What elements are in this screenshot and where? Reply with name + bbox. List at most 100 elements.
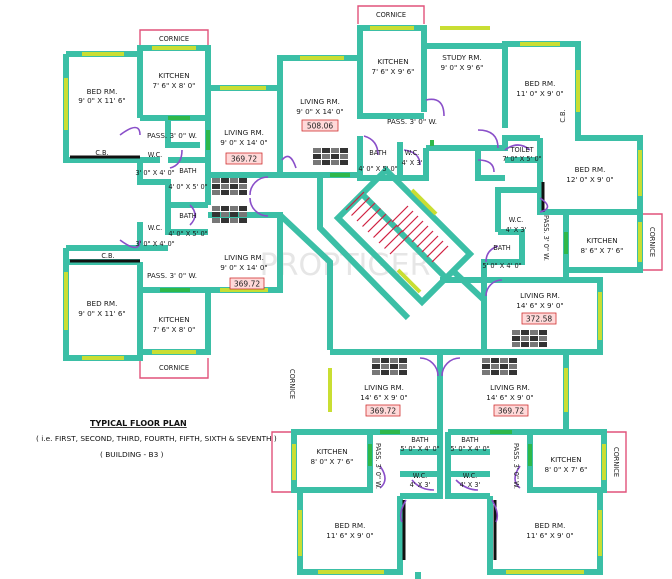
s-pass-r-label: PASS. 3' 0" W. xyxy=(512,443,520,489)
fixture-cell xyxy=(212,218,220,223)
s-bath-l-size: 5' 0" X 4' 0" xyxy=(400,445,439,453)
stair-tread xyxy=(406,220,424,238)
s-wc-l-name: W.C. xyxy=(413,472,428,480)
cornice-right-upper: CORNICE xyxy=(648,227,656,257)
stair-tread xyxy=(396,210,414,228)
stair-tread xyxy=(362,208,381,227)
fixture-cell xyxy=(539,330,547,335)
partition-lines xyxy=(70,155,545,560)
e-bath-size: 5' 0" X 4' 0" xyxy=(482,262,521,270)
nw-kitchen-size: 7' 6" X 8' 0" xyxy=(153,81,196,90)
s-bed-l-size: 11' 6" X 9' 0" xyxy=(326,531,374,540)
fixture-cell xyxy=(381,370,389,375)
fixture-cell xyxy=(331,154,339,159)
fixture-cell xyxy=(221,206,229,211)
s-bed-r-size: 11' 6" X 9' 0" xyxy=(526,531,574,540)
fixture-cell xyxy=(331,148,339,153)
fixture-cell xyxy=(221,218,229,223)
w-living-bot-area-box xyxy=(229,277,265,290)
stair-tread xyxy=(351,197,370,216)
nw-wc-name: W.C. xyxy=(148,151,163,159)
fixture-cell xyxy=(230,190,238,195)
stair-tread xyxy=(426,240,444,258)
fixture-cell xyxy=(230,184,238,189)
n-cb-label: C.B. xyxy=(559,109,567,122)
w-living-top-name: LIVING RM. xyxy=(224,128,264,137)
fixture-cell xyxy=(313,154,321,159)
w-bath-name: BATH xyxy=(179,212,197,220)
fixture-grid xyxy=(372,358,407,375)
stair-tread xyxy=(345,191,365,211)
fixture-grid xyxy=(212,206,247,223)
fixture-grid xyxy=(512,330,547,347)
s-wc-l-size: 4' X 3' xyxy=(410,481,431,489)
stair-tread xyxy=(431,245,449,263)
e-kitchen-size: 8' 6" X 7' 6" xyxy=(581,246,624,255)
nw-bed-size: 9' 0" X 11' 6" xyxy=(78,96,126,105)
n-kitchen-name: KITCHEN xyxy=(377,57,408,66)
fixture-cell xyxy=(509,358,517,363)
sw-kitchen-name: KITCHEN xyxy=(158,315,189,324)
nw-bath-size: 4' 0" X 5' 0" xyxy=(168,183,207,191)
s-kitchen-l-name: KITCHEN xyxy=(316,447,347,456)
fixture-cell xyxy=(530,342,538,347)
nw-kitchen-name: KITCHEN xyxy=(158,71,189,80)
n-living-area: 508.06 xyxy=(307,122,333,131)
cornice-right-lower: CORNICE xyxy=(612,447,620,477)
sw-cb-label: C.B. xyxy=(101,252,114,260)
doors xyxy=(119,98,549,523)
s-kitchen-r-name: KITCHEN xyxy=(550,455,581,464)
stair-tread xyxy=(401,215,419,233)
fixture-cell xyxy=(500,364,508,369)
fixture-cell xyxy=(230,206,238,211)
fixture-cell xyxy=(340,154,348,159)
fixture-cell xyxy=(322,160,330,165)
w-wc-size: 3' 0" X 4' 0" xyxy=(135,240,174,248)
e-kitchen-name: KITCHEN xyxy=(586,236,617,245)
fixture-cell xyxy=(491,358,499,363)
s-kitchen-l-size: 8' 0" X 7' 6" xyxy=(311,457,354,466)
nw-pass-label: PASS. 3' 0" W. xyxy=(147,131,197,140)
s-wc-r-size: 4' X 3' xyxy=(460,481,481,489)
fixture-grids xyxy=(212,148,547,375)
room-labels: BED RM. 9' 0" X 11' 6" KITCHEN 7' 6" X 8… xyxy=(78,53,623,540)
e-bath-name: BATH xyxy=(493,244,511,252)
sw-kitchen-size: 7' 6" X 8' 0" xyxy=(153,325,196,334)
cornice-labels: CORNICE CORNICE CORNICE CORNICE CORNICE … xyxy=(159,11,656,477)
fixture-cell xyxy=(239,206,247,211)
fixture-cell xyxy=(372,370,380,375)
n-wc-size: 4' X 3' xyxy=(402,159,423,167)
n-living-area-box xyxy=(301,119,339,132)
n-toilet-size: 7' 0" X 5' 0" xyxy=(502,155,541,163)
s-pass-l-label: PASS. 3' 0" W. xyxy=(374,443,382,489)
s-living-l-area: 369.72 xyxy=(370,407,396,416)
fixture-cell xyxy=(212,190,220,195)
fixture-cell xyxy=(512,330,520,335)
fixture-cell xyxy=(399,364,407,369)
fixture-cell xyxy=(390,358,398,363)
n-living-size: 9' 0" X 14' 0" xyxy=(296,107,344,116)
e-living-name: LIVING RM. xyxy=(520,291,560,300)
fixture-cell xyxy=(381,358,389,363)
fixture-cell xyxy=(512,336,520,341)
w-living-top-area: 369.72 xyxy=(231,155,257,164)
n-bed-size: 11' 0" X 9' 0" xyxy=(516,89,564,98)
s-bath-r-name: BATH xyxy=(461,436,479,444)
fixture-cell xyxy=(491,370,499,375)
stair-tread xyxy=(416,230,434,248)
title-block: TYPICAL FLOOR PLAN ( i.e. FIRST, SECOND,… xyxy=(36,419,277,459)
fixture-cell xyxy=(509,370,517,375)
fixture-cell xyxy=(313,148,321,153)
fixture-cell xyxy=(399,370,407,375)
fixture-cell xyxy=(521,336,529,341)
fixture-cell xyxy=(530,330,538,335)
fixture-cell xyxy=(331,160,339,165)
fixture-cell xyxy=(482,358,490,363)
cornice-bottom-left: CORNICE xyxy=(159,364,189,372)
fixture-grid xyxy=(482,358,517,375)
e-living-area: 372.58 xyxy=(526,315,552,324)
fixture-cell xyxy=(212,212,220,217)
n-living-name: LIVING RM. xyxy=(300,97,340,106)
fixture-cell xyxy=(512,342,520,347)
sw-bed-name: BED RM. xyxy=(87,299,118,308)
